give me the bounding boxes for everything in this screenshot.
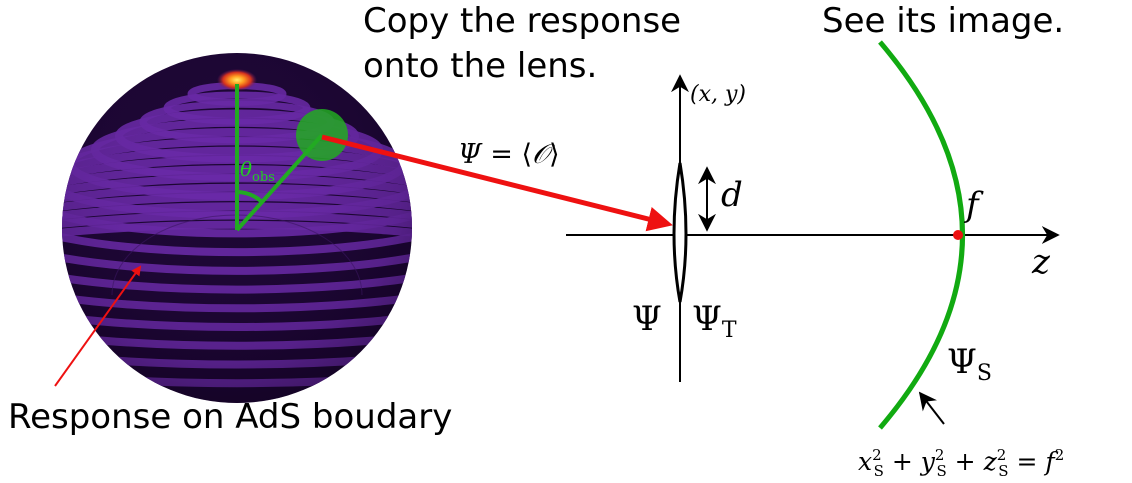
transfer-arrow [321, 134, 673, 232]
response-equation-label: Ψ = ⟨𝒪⟩ [458, 139, 560, 170]
see-image-caption: See its image. [822, 1, 1064, 41]
equation-pointer-arrow [918, 391, 945, 425]
copy-caption-line2: onto the lens. [363, 46, 597, 86]
lens-shape [672, 162, 688, 303]
focal-point [953, 230, 963, 240]
z-axis-label: z [1031, 242, 1051, 282]
observer-geometry: θobs [235, 84, 348, 232]
screen-psi-s-label: ΨS [947, 342, 992, 386]
response-hotspot [217, 69, 257, 91]
aperture-label: d [721, 175, 743, 215]
theta-angle-arc [236, 190, 264, 204]
copy-caption-line1: Copy the response [363, 1, 681, 41]
observation-patch [296, 109, 348, 161]
lens-psi-label: Ψ [632, 299, 662, 339]
lens-psi-t-label: ΨT [692, 299, 737, 343]
focal-length-label: f [963, 185, 984, 225]
boundary-response-caption: Response on AdS boudary [8, 397, 452, 437]
xy-axis-label: (x, y) [690, 82, 746, 107]
boundary-pointer-arrow [54, 265, 142, 387]
convex-lens: d Ψ ΨT [632, 162, 743, 343]
ads-boundary-sphere [62, 53, 412, 403]
theta-label: θobs [240, 157, 275, 185]
